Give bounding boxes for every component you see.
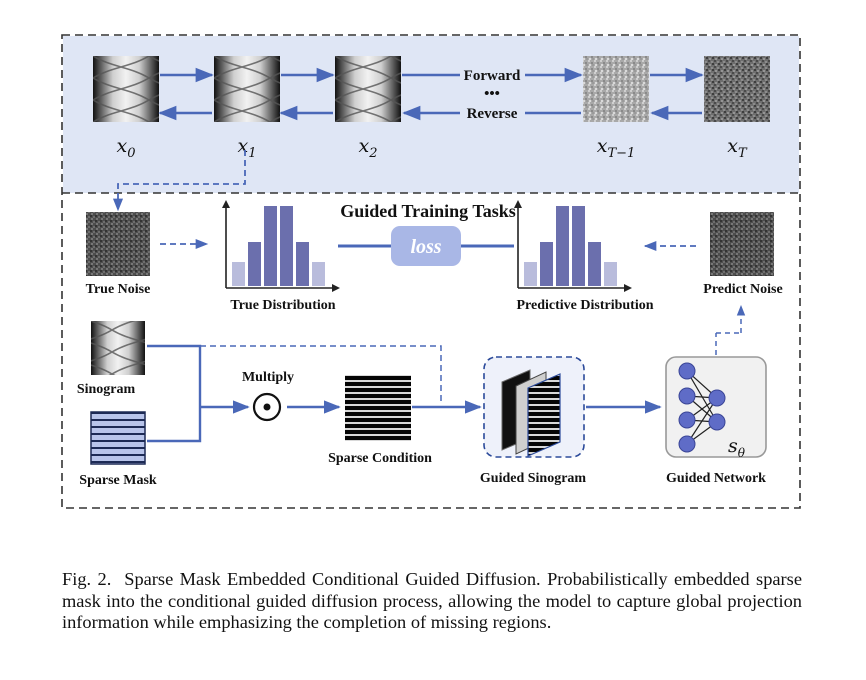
state-label-2: x2 (359, 135, 378, 161)
state-image-x2 (335, 56, 401, 122)
predict-noise-image (710, 212, 774, 276)
caption-text: Sparse Mask Embedded Conditional Guided … (62, 569, 802, 632)
predict-noise-label: Predict Noise (703, 282, 782, 297)
figure-caption: Fig. 2. Sparse Mask Embedded Conditional… (62, 569, 802, 634)
state-image-xT (704, 56, 770, 122)
true-distribution-label: True Distribution (230, 298, 335, 313)
predictive-distribution-bar (556, 206, 569, 286)
state-label-4: xT (727, 135, 748, 161)
predictive-distribution-bar (572, 206, 585, 286)
network-nodes (678, 362, 726, 453)
figure-frame (61, 34, 801, 509)
figure-diagram: Forward ••• Reverse x0 x1 x2 xT−1 xT Guided … (61, 34, 801, 509)
true-distribution-bar (296, 242, 309, 286)
guided-network-label: Guided Network (666, 471, 766, 486)
state-label-1: x1 (238, 135, 257, 161)
true-distribution-bar (248, 242, 261, 286)
loss-label: loss (410, 236, 441, 258)
predictive-distribution-label: Predictive Distribution (516, 298, 653, 313)
state-label-3: xT−1 (597, 135, 636, 161)
state-image-x1 (214, 56, 280, 122)
reverse-label: Reverse (467, 106, 518, 122)
predictive-distribution-bar (588, 242, 601, 286)
true-distribution-bars (232, 206, 325, 286)
x1-to-noise-arrow (112, 150, 246, 212)
true-distribution-bar (312, 262, 325, 286)
sparse-mask-label: Sparse Mask (79, 473, 157, 488)
guided-sinogram-label: Guided Sinogram (480, 471, 587, 486)
sinogram-label: Sinogram (77, 382, 136, 397)
predictive-distribution-bar (540, 242, 553, 286)
state-image-x0 (93, 56, 159, 122)
training-title: Guided Training Tasks (340, 201, 515, 221)
predictive-distribution-bar (524, 262, 537, 286)
network-symbol: sθ (728, 435, 746, 460)
state-image-xT-1 (583, 56, 649, 122)
pipeline-lines (147, 344, 662, 443)
true-noise-image (86, 212, 150, 276)
loss-box (391, 226, 461, 266)
true-distribution-axes (225, 202, 338, 289)
true-distribution-bar (280, 206, 293, 286)
sparse-condition-image (345, 375, 411, 441)
diffusion-band (63, 36, 799, 193)
caption-label: Fig. 2. (62, 569, 112, 589)
sparse-mask-image (90, 411, 146, 465)
guided-network-box (665, 356, 767, 458)
forward-label: Forward (464, 68, 521, 84)
true-distribution-bar (232, 262, 245, 286)
sparse-condition-label: Sparse Condition (328, 451, 432, 466)
state-label-0: x0 (117, 135, 136, 161)
predictive-distribution-bars (524, 206, 617, 286)
true-noise-label: True Noise (86, 282, 151, 297)
true-distribution-bar (264, 206, 277, 286)
guided-sinogram-stack (501, 369, 561, 457)
sinogram-image (91, 321, 145, 375)
ellipsis-dots: ••• (484, 86, 500, 102)
sinogram-skip-line (200, 345, 442, 405)
predictive-distribution-bar (604, 262, 617, 286)
multiply-label: Multiply (242, 370, 294, 385)
predictive-distribution-axes (517, 202, 630, 289)
state-labels: x0 x1 x2 xT−1 xT (117, 135, 749, 161)
